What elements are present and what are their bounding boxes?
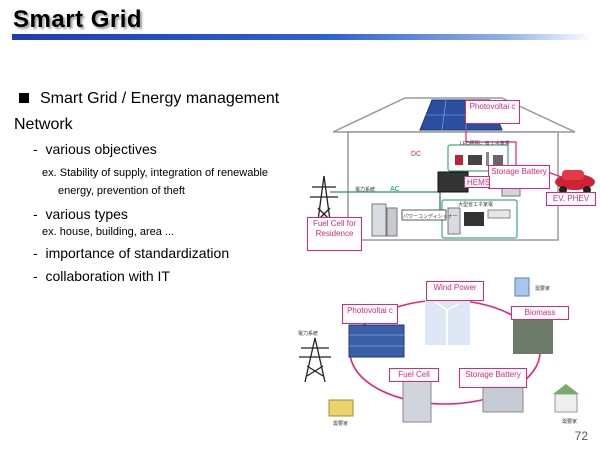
bullet-text: importance of standardization bbox=[45, 245, 230, 261]
appliance-icon bbox=[493, 155, 503, 165]
power-conditioner bbox=[401, 209, 447, 221]
dash: - bbox=[33, 206, 38, 222]
bullet-text: various types bbox=[45, 206, 128, 222]
fuel-cell-unit-icon bbox=[371, 203, 387, 237]
ev-car-roof bbox=[562, 170, 584, 180]
wind-turbine-blade bbox=[446, 303, 460, 311]
wind-label: Wind Power bbox=[426, 281, 484, 301]
dc-line bbox=[465, 130, 517, 170]
sub-types: ex. house, building, area ... bbox=[42, 226, 175, 238]
hems-label: HEMS bbox=[464, 176, 490, 188]
dash: - bbox=[33, 268, 38, 284]
dash: - bbox=[33, 245, 38, 261]
grid-label-jp-2: 電力系統 bbox=[298, 331, 319, 337]
power-conditioner-label: パワーコンディショナー bbox=[403, 214, 458, 220]
fuel-cell-unit-icon bbox=[386, 207, 398, 237]
biomass-label: Biomass bbox=[511, 306, 569, 320]
fuel-cell-label-2: Fuel Cell bbox=[389, 368, 439, 382]
school-icon bbox=[328, 399, 354, 417]
consumer-label-jp: 需要家 bbox=[333, 421, 349, 427]
storage-battery-label: Storage Battery bbox=[488, 165, 550, 189]
solar-farm-icon bbox=[348, 324, 405, 358]
bullet-collaboration: - collaboration with IT bbox=[33, 268, 170, 284]
house-icon bbox=[554, 393, 578, 413]
square-bullet-icon bbox=[19, 93, 29, 103]
photovoltaic-label: Photovoltai c bbox=[465, 100, 520, 124]
power-tower-icon bbox=[299, 337, 331, 383]
tv-icon bbox=[464, 212, 484, 226]
fuel-cell-label: Fuel Cell for Residence bbox=[307, 217, 362, 251]
heading-network: Network bbox=[14, 116, 73, 133]
consumer-label-jp: 需要家 bbox=[535, 286, 551, 292]
appliance-icon bbox=[486, 152, 489, 166]
led-label-jp: LED照明、省エネ家電 bbox=[460, 141, 510, 147]
appliance-label-jp: 大型省エネ家電 bbox=[458, 202, 494, 208]
page-number: 72 bbox=[574, 429, 588, 443]
aircon-icon bbox=[487, 209, 511, 219]
solar-grid-line bbox=[441, 99, 447, 131]
photovoltaic-label-2: Photovoltai c bbox=[342, 304, 398, 324]
ev-label: EV, PHEV bbox=[546, 192, 596, 206]
biomass-plant-icon bbox=[513, 318, 553, 354]
appliance-icon bbox=[468, 155, 482, 165]
slide-title: Smart Grid bbox=[13, 6, 143, 33]
bullet-text: collaboration with IT bbox=[45, 268, 170, 284]
heading: Smart Grid / Energy management bbox=[19, 90, 279, 108]
sub-objectives-2: energy, prevention of theft bbox=[58, 185, 185, 197]
bullet-objectives: - various objectives bbox=[33, 141, 157, 157]
storage-label-2: Storage Battery bbox=[459, 368, 527, 388]
bullet-standardization: - importance of standardization bbox=[33, 245, 229, 261]
grid-label-jp: 電力系統 bbox=[355, 187, 376, 193]
wind-turbine-blade bbox=[434, 301, 448, 311]
sub-objectives-1: ex. Stability of supply, integration of … bbox=[42, 167, 269, 179]
dash: - bbox=[33, 141, 38, 157]
bullet-types: - various types bbox=[33, 206, 128, 222]
heading-text: Smart Grid / Energy management bbox=[40, 90, 280, 107]
house-roof-icon bbox=[553, 384, 579, 394]
fridge-icon bbox=[447, 207, 461, 235]
appliance-icon bbox=[455, 155, 463, 165]
bullet-text: various objectives bbox=[45, 141, 157, 157]
building-icon bbox=[514, 277, 530, 297]
consumer-label-jp: 需要家 bbox=[562, 419, 578, 425]
ac-label: AC bbox=[390, 186, 400, 193]
dc-label: DC bbox=[411, 151, 422, 158]
title-bar bbox=[12, 34, 592, 40]
